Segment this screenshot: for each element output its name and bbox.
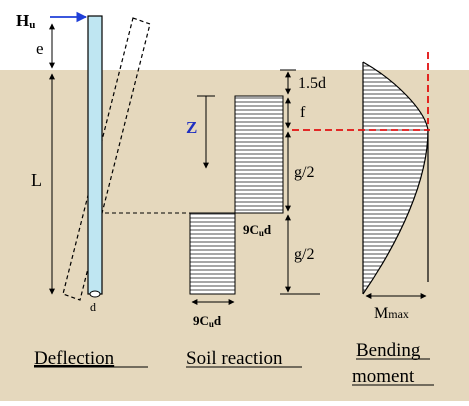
caption-deflection: Deflection <box>34 348 115 369</box>
z-label: Z <box>186 118 197 137</box>
d-label: d <box>90 300 96 314</box>
deflected-pile-outline <box>62 17 151 301</box>
caption-bending-line1: Bending <box>356 340 421 361</box>
caption-bending-line2: moment <box>352 366 415 387</box>
cu-label-right: 9Cud <box>243 222 272 238</box>
L-label: L <box>31 170 42 190</box>
reaction-block-lower-hatch <box>189 212 236 295</box>
caption-soil-reaction: Soil reaction <box>186 348 283 369</box>
reaction-block-upper-hatch <box>234 95 284 214</box>
dim-f-label: f <box>300 104 306 121</box>
dim-g2-bot-label: g/2 <box>294 246 314 263</box>
e-label: e <box>36 39 44 58</box>
dim-15d-label: 1.5d <box>298 75 326 92</box>
cu-label-bottom: 9Cud <box>193 313 222 329</box>
sky-area <box>0 0 469 70</box>
load-label: Hu <box>16 11 35 31</box>
mmax-label: Mmax <box>374 305 409 322</box>
pile <box>87 15 103 295</box>
pile-tip <box>89 290 101 298</box>
dim-g2-top-label: g/2 <box>294 164 314 181</box>
